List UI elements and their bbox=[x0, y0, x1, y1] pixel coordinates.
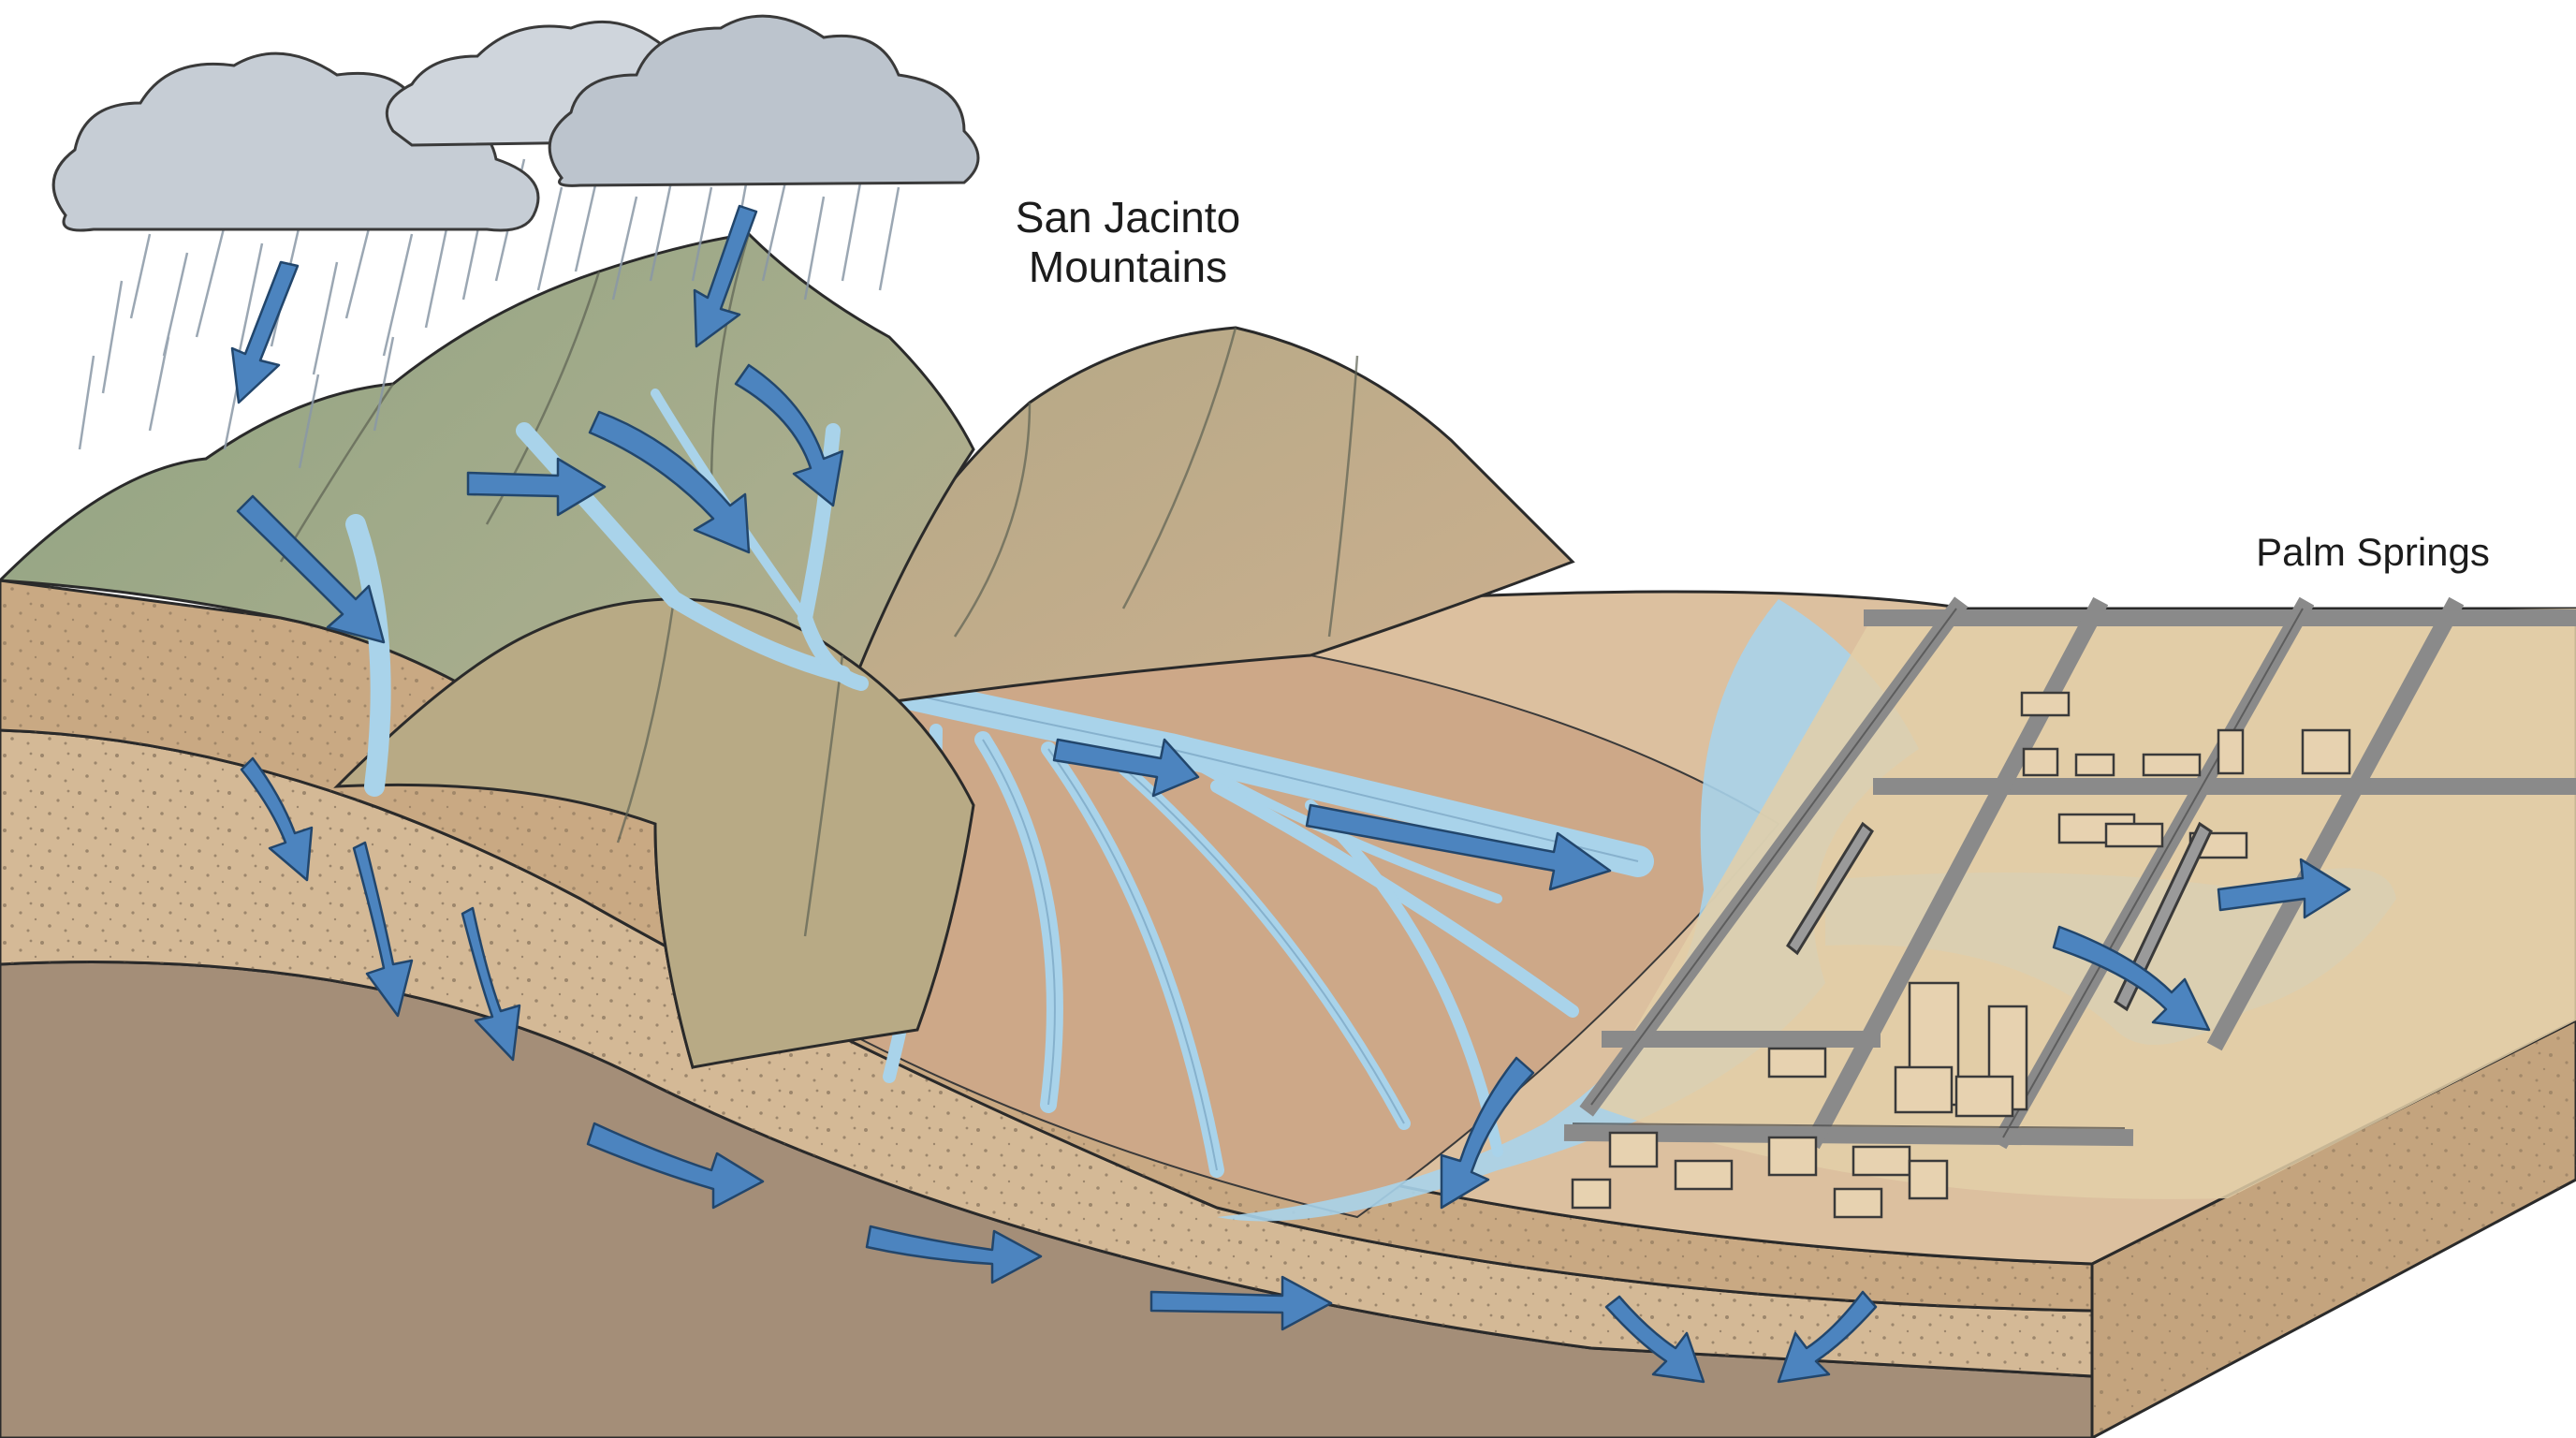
runoff-arrow bbox=[1440, 1056, 1535, 1210]
cloud-right bbox=[548, 14, 980, 187]
groundwater-arrow bbox=[1777, 1290, 1878, 1384]
wash-channel bbox=[1217, 599, 1919, 1222]
runoff-arrow bbox=[1305, 803, 1612, 891]
right-mountain-peak bbox=[821, 326, 1575, 713]
runoff-arrow bbox=[2217, 858, 2351, 919]
groundwater-arrow bbox=[586, 1122, 765, 1210]
palm-springs-city-grid bbox=[1563, 596, 2576, 1219]
storm-clouds bbox=[51, 14, 980, 232]
city-label: Palm Springs bbox=[2256, 530, 2490, 574]
groundwater-arrow bbox=[461, 906, 521, 1062]
runoff-arrow bbox=[236, 494, 386, 644]
groundwater-arrow bbox=[1604, 1295, 1705, 1384]
flow-arrows bbox=[230, 204, 2351, 1384]
foreground-ridge bbox=[333, 597, 975, 1069]
runoff-arrow bbox=[466, 457, 607, 517]
runoff-arrow bbox=[693, 204, 758, 348]
runoff-arrow bbox=[2052, 925, 2211, 1032]
cloud-left bbox=[51, 51, 540, 232]
runoff-arrow bbox=[588, 410, 751, 554]
san-jacinto-mountains bbox=[0, 232, 1575, 1069]
city-buildings bbox=[1571, 691, 2351, 1219]
road-bridges bbox=[1786, 821, 2213, 1012]
runoff-arrow bbox=[230, 260, 300, 404]
sand-aquifer-speckle bbox=[0, 730, 2092, 1376]
runoff-arrow bbox=[734, 363, 844, 507]
runoff-arrow bbox=[1052, 738, 1200, 798]
groundwater-arrow bbox=[1149, 1275, 1333, 1331]
groundwater-arrow bbox=[865, 1225, 1043, 1284]
groundwater-arrow bbox=[240, 756, 314, 882]
groundwater-arrow bbox=[352, 841, 414, 1018]
